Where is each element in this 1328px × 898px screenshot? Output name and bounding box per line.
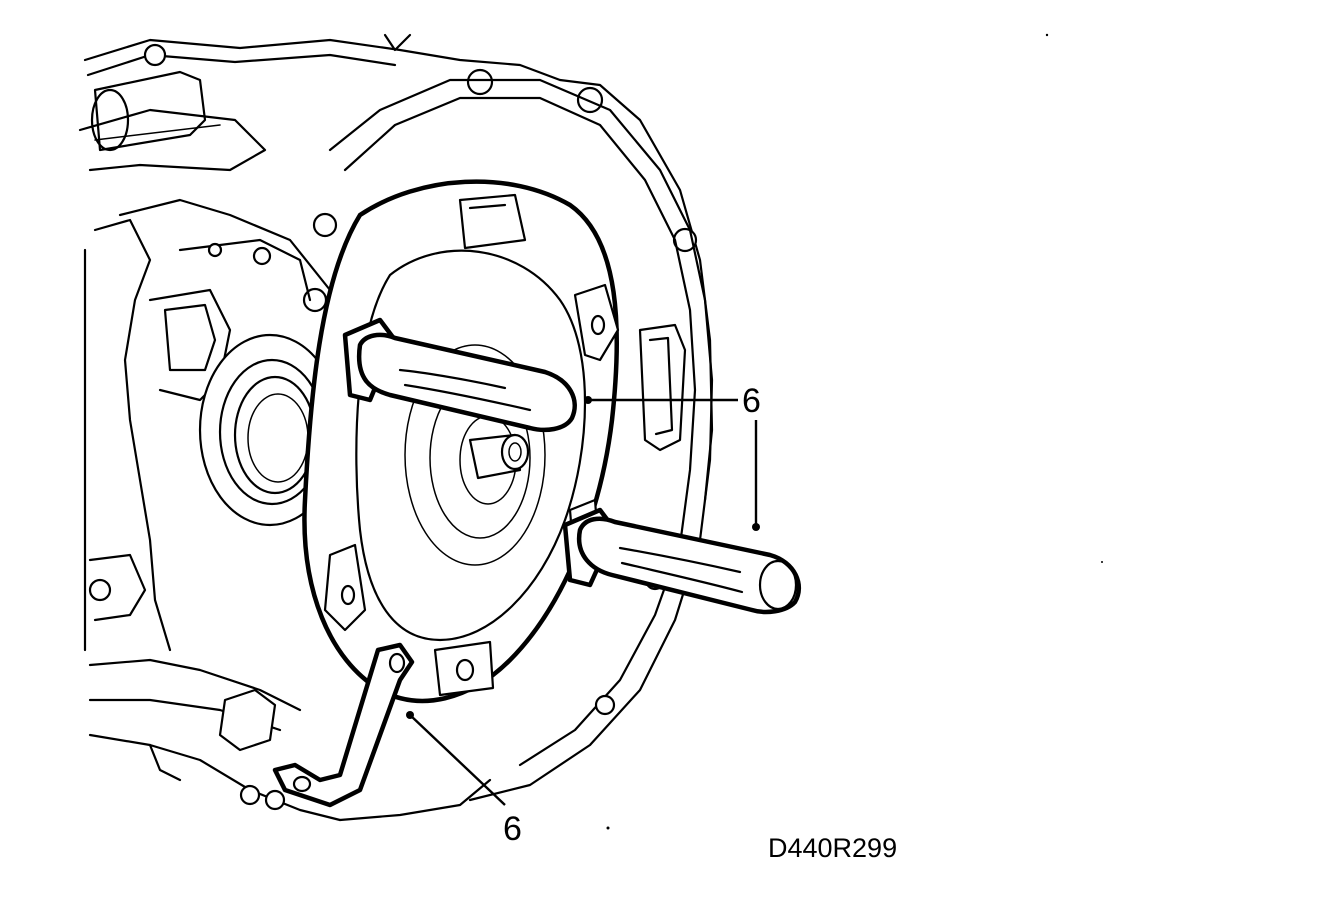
torque-converter <box>302 179 620 704</box>
callout-leader-bottom <box>409 714 506 806</box>
callout-label-upper: 6 <box>742 382 761 420</box>
figure-code: D440R299 <box>768 833 897 863</box>
callout-dot-upper <box>584 396 592 404</box>
upper-handle-tool <box>342 317 577 433</box>
scan-speck <box>1045 33 1049 37</box>
holding-bracket <box>272 642 415 808</box>
transmission-case <box>78 33 714 822</box>
callout-dot-bottom <box>406 711 414 719</box>
callouts: 6 6 <box>406 382 761 848</box>
scan-speck <box>606 826 610 830</box>
lower-handle-tool <box>562 507 802 615</box>
callout-label-bottom: 6 <box>503 810 522 848</box>
scan-speck <box>1101 561 1103 563</box>
callout-dot-right <box>752 523 760 531</box>
